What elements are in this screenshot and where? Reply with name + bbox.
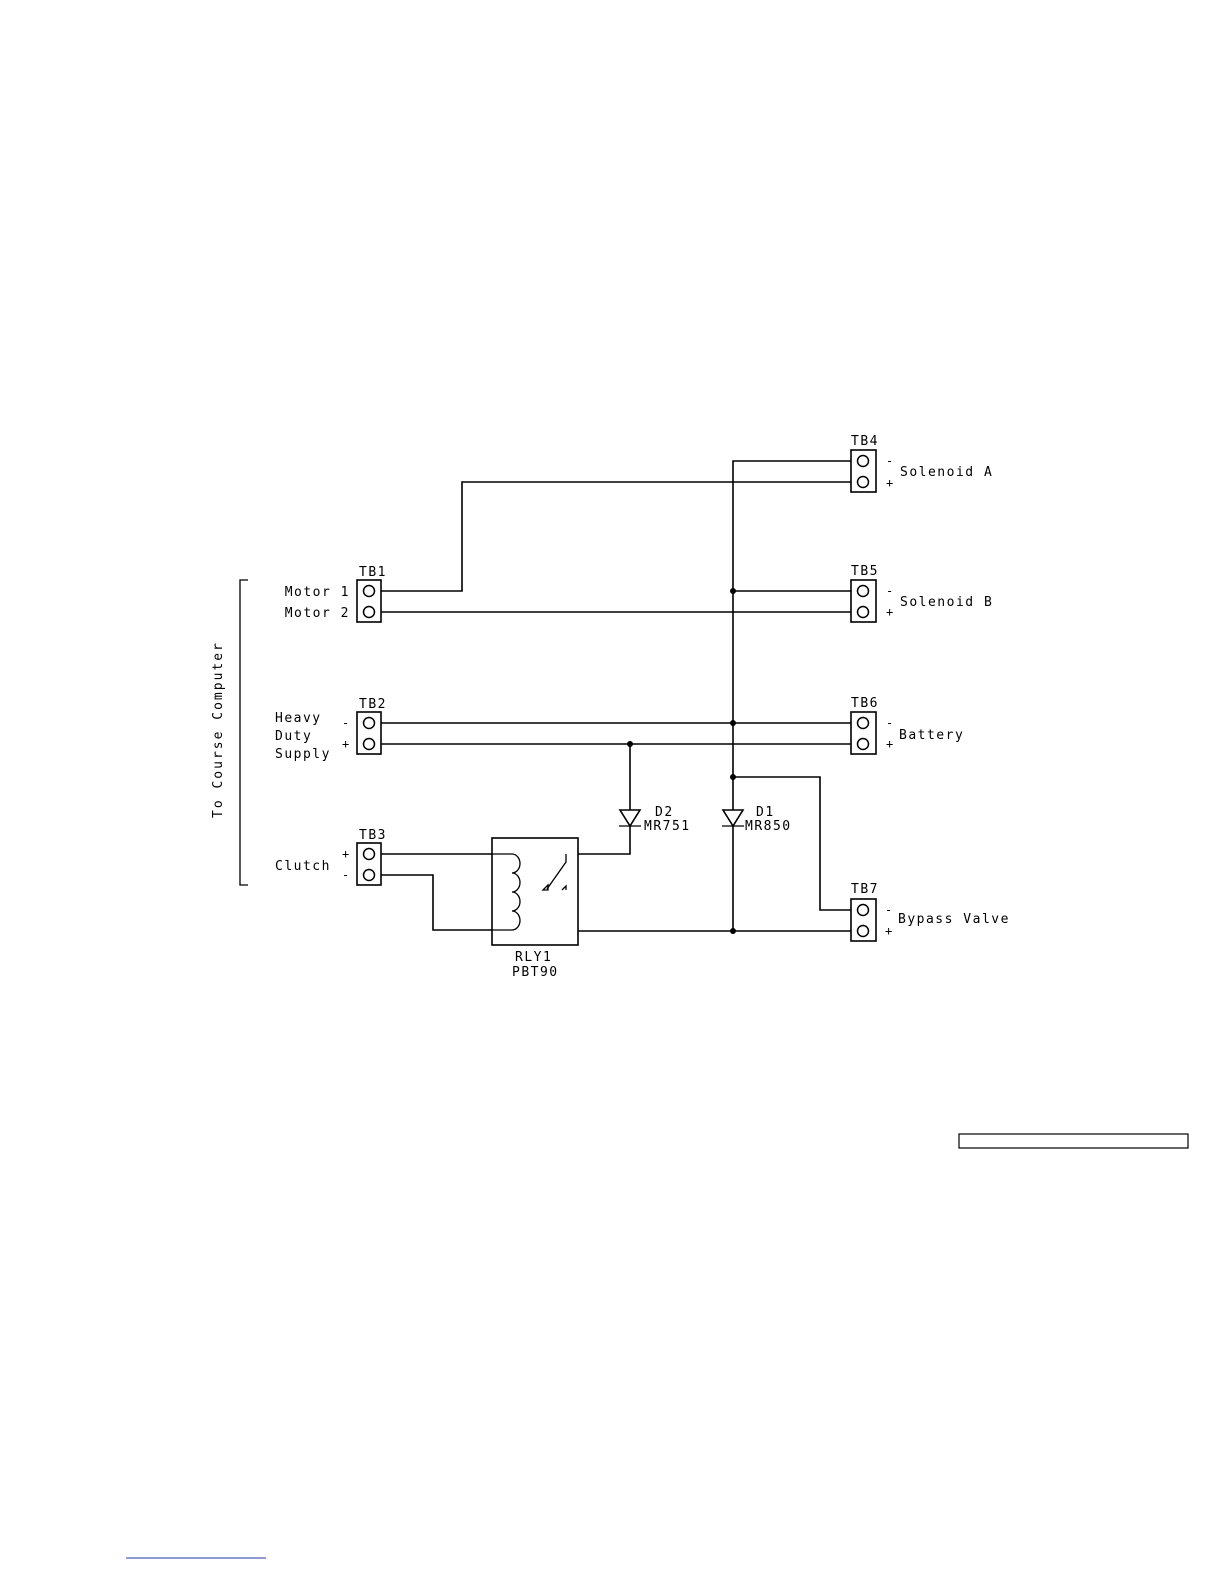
tb7-pin2-sign: + — [885, 924, 892, 938]
tb5-pin2-sign: + — [886, 605, 893, 619]
wires — [378, 461, 863, 931]
diode-d1-part: MR850 — [745, 819, 792, 834]
tb6-name: TB6 — [851, 696, 879, 711]
diode-d2-name: D2 — [655, 805, 674, 820]
tb1-pin2-label: Motor 2 — [285, 606, 350, 621]
tb7-pin1-sign: - — [885, 903, 892, 917]
tb5-pin1-sign: - — [886, 584, 893, 598]
relay-part: PBT90 — [512, 965, 559, 980]
diode-d1-name: D1 — [756, 805, 775, 820]
junction-dots — [627, 588, 736, 934]
tb2-label-line2: Duty — [275, 729, 312, 744]
page-rule-box — [959, 1134, 1188, 1148]
tb7-name: TB7 — [851, 882, 879, 897]
relay-name: RLY1 — [515, 950, 552, 965]
tb2-label-line1: Heavy — [275, 711, 322, 726]
terminal-tb1: TB1 Motor 1 Motor 2 — [285, 565, 387, 622]
tb6-pin1-sign: - — [886, 716, 893, 730]
tb1-pin1-label: Motor 1 — [285, 585, 350, 600]
terminal-tb3: TB3 Clutch + - — [275, 828, 387, 885]
terminal-tb4: TB4 - + Solenoid A — [851, 434, 993, 492]
tb2-pin2-sign: + — [342, 737, 349, 751]
tb3-label: Clutch — [275, 859, 331, 874]
terminal-tb7: TB7 - + Bypass Valve — [851, 882, 1010, 941]
terminal-tb6: TB6 - + Battery — [851, 696, 964, 754]
relay-rly1: RLY1 PBT90 — [492, 838, 578, 980]
side-label: To Course Computer — [211, 641, 226, 818]
tb1-name: TB1 — [359, 565, 387, 580]
tb4-name: TB4 — [851, 434, 879, 449]
tb3-pin2-sign: - — [342, 868, 349, 882]
tb6-pin2-sign: + — [886, 737, 893, 751]
terminal-tb5: TB5 - + Solenoid B — [851, 564, 993, 622]
tb5-label: Solenoid B — [900, 595, 993, 610]
tb3-pin1-sign: + — [342, 847, 349, 861]
tb5-name: TB5 — [851, 564, 879, 579]
tb7-label: Bypass Valve — [898, 912, 1010, 927]
tb4-pin2-sign: + — [886, 476, 893, 490]
tb6-label: Battery — [899, 728, 964, 743]
tb2-pin1-sign: - — [342, 716, 349, 730]
tb2-label-line3: Supply — [275, 747, 331, 762]
diode-d2-part: MR751 — [644, 819, 691, 834]
tb4-label: Solenoid A — [900, 465, 993, 480]
tb3-name: TB3 — [359, 828, 387, 843]
terminal-tb2: TB2 Heavy Duty Supply - + — [275, 697, 387, 762]
course-computer-bracket: To Course Computer — [211, 580, 248, 885]
tb4-pin1-sign: - — [886, 454, 893, 468]
tb2-name: TB2 — [359, 697, 387, 712]
